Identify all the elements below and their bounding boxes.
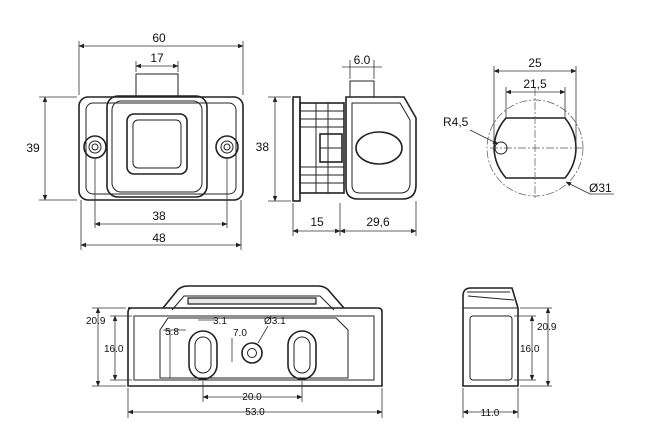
front-plate-inner bbox=[85, 102, 237, 195]
dim-15: 15 bbox=[310, 215, 324, 229]
side-thread bbox=[299, 102, 345, 194]
side-lock-head bbox=[345, 96, 417, 200]
dim-16-plan: 16.0 bbox=[104, 344, 124, 355]
dim-21-5: 21,5 bbox=[523, 77, 547, 91]
dim-20-9-side: 20.9 bbox=[537, 322, 557, 333]
strike-center-hole bbox=[241, 342, 263, 364]
front-body bbox=[106, 95, 208, 198]
side-flange bbox=[292, 96, 301, 202]
strike-side-view: 20.9 16.0 11.0 bbox=[462, 287, 557, 419]
dim-20-9-plan: 20.9 bbox=[86, 316, 106, 327]
front-plate-outline bbox=[78, 96, 244, 201]
dim-6: 6.0 bbox=[354, 53, 371, 67]
left-mounting-hole bbox=[83, 135, 107, 159]
side-view: 6.0 38 15 29,6 bbox=[256, 53, 417, 236]
dim-38-front: 38 bbox=[152, 209, 166, 223]
strike-bridge-slot bbox=[187, 297, 317, 305]
strike-plan-outline bbox=[127, 307, 383, 387]
dim-20-0: 20.0 bbox=[242, 392, 262, 403]
dim-16-side: 16.0 bbox=[520, 344, 540, 355]
dim-60: 60 bbox=[152, 31, 166, 45]
push-button bbox=[126, 113, 188, 175]
dim-29-6: 29,6 bbox=[366, 215, 390, 229]
strike-side-inner bbox=[469, 315, 513, 381]
dim-5-8: 5.8 bbox=[165, 327, 179, 338]
dim-53-0: 53.0 bbox=[245, 407, 265, 418]
front-view: 60 17 39 38 48 bbox=[26, 31, 244, 250]
strike-bridge bbox=[162, 285, 345, 309]
dim-d3-1: Ø3.1 bbox=[264, 316, 286, 327]
strike-right-slot bbox=[287, 330, 317, 380]
cutout-view: 25 21,5 R4,5 Ø31 bbox=[443, 56, 614, 200]
strike-plan-view: 20.9 16.0 5.8 3.1 7.0 Ø3.1 20.0 53.0 bbox=[86, 285, 383, 418]
strike-left-slot bbox=[188, 330, 218, 380]
dim-d31: Ø31 bbox=[589, 181, 612, 195]
dim-25: 25 bbox=[528, 56, 542, 70]
side-latch-oval bbox=[355, 131, 403, 165]
dim-11-0: 11.0 bbox=[481, 408, 500, 419]
dim-48: 48 bbox=[152, 231, 166, 245]
dim-3-1: 3.1 bbox=[213, 316, 227, 327]
dim-39: 39 bbox=[26, 141, 40, 155]
strike-side-outline bbox=[462, 287, 519, 387]
right-mounting-hole bbox=[215, 135, 239, 159]
dim-38-side: 38 bbox=[256, 140, 270, 154]
button-top-tab bbox=[135, 73, 179, 97]
side-top-pin bbox=[349, 80, 375, 98]
dim-7-0: 7.0 bbox=[233, 328, 247, 339]
dim-17: 17 bbox=[150, 51, 164, 65]
dim-r4-5: R4,5 bbox=[443, 115, 469, 129]
